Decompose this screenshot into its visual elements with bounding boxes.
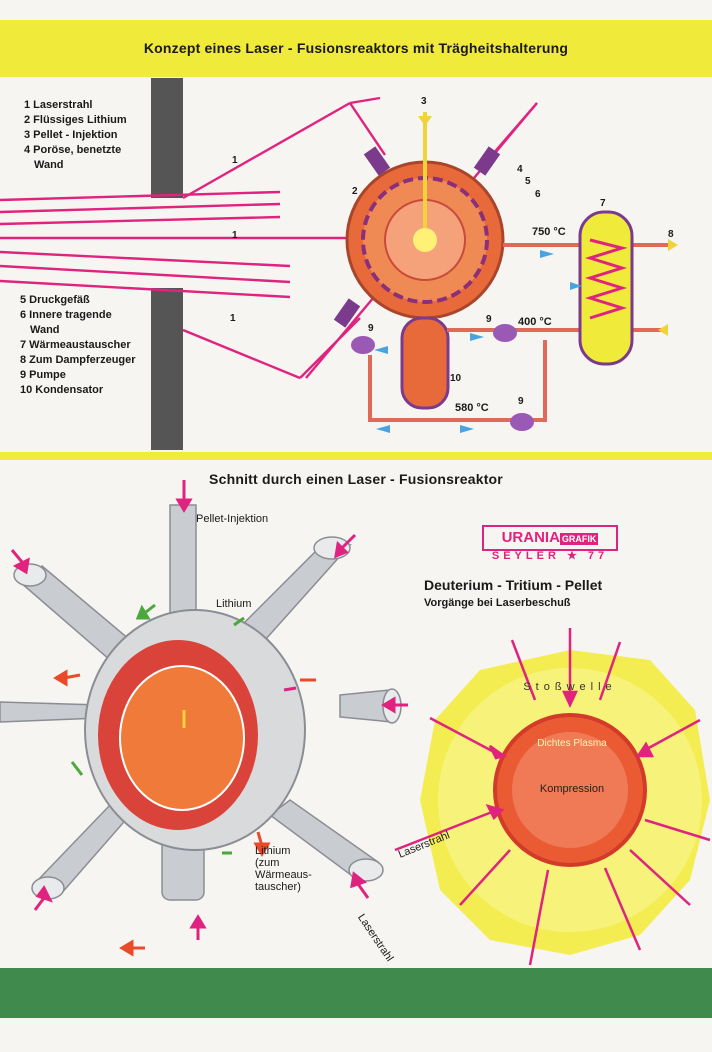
lithium-out-line: (zum — [255, 857, 280, 869]
lithium-out-arrows — [53, 669, 316, 957]
label-9: 9 — [486, 314, 492, 325]
legend-item: 2 Flüssiges Lithium — [24, 114, 127, 126]
compression-core — [512, 732, 628, 848]
header-band — [0, 20, 712, 77]
kompression-text: Kompression — [540, 783, 604, 795]
pellet-core — [413, 228, 437, 252]
legend-item: 4 Poröse, benetzte — [24, 144, 122, 156]
label-1: 1 — [230, 313, 236, 324]
footer-band — [0, 968, 712, 1018]
lithium-out-label: Lithium (zum Wärmeaus- tauscher) — [255, 845, 312, 893]
logo-sub: GRAFIK — [559, 533, 599, 545]
legend-item: 3 Pellet - Injektion — [24, 129, 118, 141]
label-3: 3 — [421, 96, 427, 107]
pellet-subtitle: Vorgänge bei Laserbeschuß — [424, 597, 571, 609]
legend-item: 7 Wärmeaustauscher — [20, 339, 131, 351]
label-8: 8 — [668, 229, 674, 240]
logo-main: URANIA — [501, 529, 560, 546]
legend-b: 5 Druckgefäß 6 Innere tragende Wand 7 Wä… — [20, 293, 136, 398]
top-title: Konzept eines Laser - Fusionsreaktors mi… — [143, 40, 569, 56]
temp-750-label: 750 °C — [532, 226, 566, 238]
stosswelle-text: Stoßwelle — [523, 681, 616, 693]
legend-item: 5 Druckgefäß — [20, 294, 90, 306]
laser-beams — [0, 96, 538, 380]
lithium-chamber — [119, 665, 245, 811]
pellet-injection-label: Pellet-Injektion — [196, 513, 269, 525]
plasma-text: Dichtes Plasma — [537, 738, 607, 749]
laser-arrows — [10, 480, 408, 940]
divider-band — [0, 452, 712, 460]
pellet-laser-arrows — [394, 628, 711, 966]
label-4: 4 — [517, 164, 523, 175]
pump — [493, 324, 517, 342]
legend-item: 8 Zum Dampferzeuger — [20, 354, 136, 366]
lithium-label: Lithium — [216, 598, 252, 610]
label-9: 9 — [518, 396, 524, 407]
artist-signature: SEYLER ★ 77 — [491, 550, 609, 562]
label-1: 1 — [232, 230, 238, 241]
lithium-in-arrows — [70, 603, 245, 855]
lithium-out-line: tauscher) — [255, 881, 301, 893]
lithium-out-line: Wärmeaus- — [255, 869, 312, 881]
temp-580-label: 580 °C — [455, 402, 489, 414]
pump — [510, 413, 534, 431]
label-9: 9 — [368, 323, 374, 334]
pellet-title: Deuterium - Tritium - Pellet — [424, 577, 603, 593]
label-1: 1 — [232, 155, 238, 166]
legend-item: 1 Laserstrahl — [24, 99, 93, 111]
flow-arrows — [374, 250, 582, 433]
legend-a: 1 Laserstrahl 2 Flüssiges Lithium 3 Pell… — [24, 98, 127, 173]
section-title: Schnitt durch einen Laser - Fusionsreakt… — [209, 471, 503, 487]
label-5: 5 — [525, 176, 531, 187]
legend-item: Wand — [30, 324, 60, 336]
legend-item: 6 Innere tragende — [20, 309, 112, 321]
label-2: 2 — [352, 186, 358, 197]
legend-item: Wand — [34, 159, 64, 171]
pump — [351, 336, 375, 354]
lithium-out-line: Lithium — [255, 845, 291, 857]
wall-lower — [151, 288, 183, 450]
label-10: 10 — [450, 373, 462, 384]
temp-400-label: 400 °C — [518, 316, 552, 328]
legend-item: 9 Pumpe — [20, 369, 66, 381]
label-7: 7 — [600, 198, 606, 209]
legend-item: 10 Kondensator — [20, 384, 104, 396]
condenser — [400, 316, 450, 410]
wall-upper — [151, 78, 183, 198]
pipes — [368, 243, 668, 422]
label-6: 6 — [535, 189, 541, 200]
